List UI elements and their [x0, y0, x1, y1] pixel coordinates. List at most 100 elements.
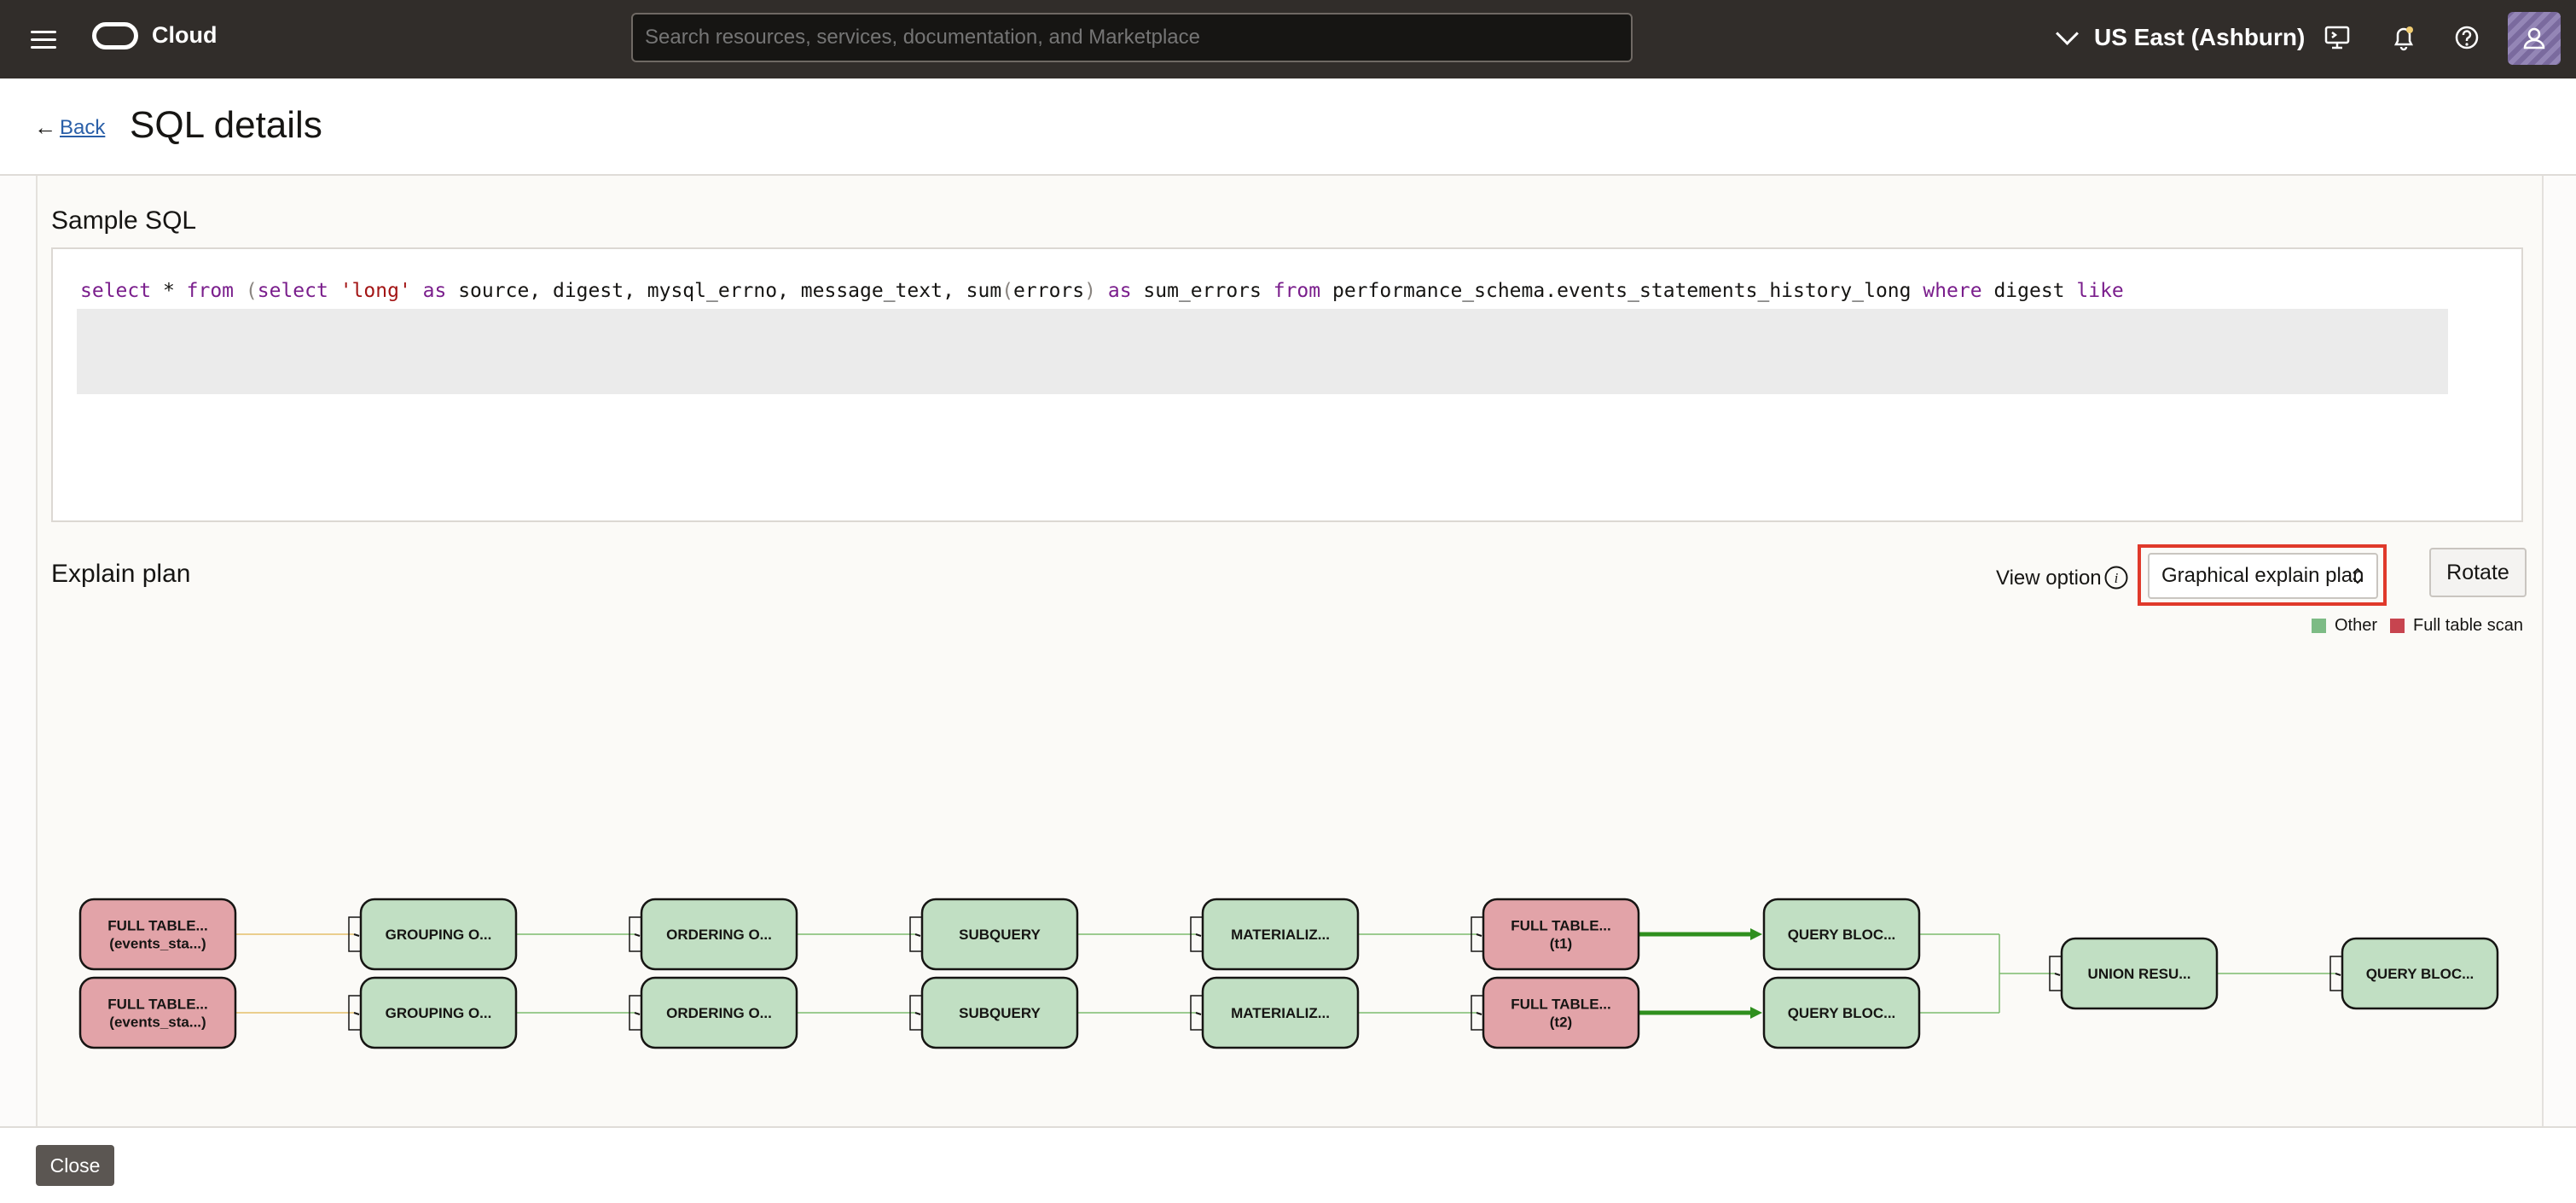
plan-node-label: FULL TABLE... — [1511, 918, 1610, 934]
plan-node[interactable]: MATERIALIZ... — [1201, 898, 1360, 971]
plan-port-mark — [353, 1012, 360, 1015]
sql-token: ( — [245, 280, 258, 302]
top-header: Cloud US East (Ashburn) — [0, 0, 2576, 78]
explain-plan-graph: FULL TABLE...(events_sta...)GROUPING O..… — [78, 898, 2499, 1049]
plan-node-label: FULL TABLE... — [107, 918, 207, 934]
plan-node-label: GROUPING O... — [386, 927, 492, 943]
plan-node-box — [640, 898, 798, 971]
plan-port-mark — [1195, 1012, 1202, 1015]
plan-port — [909, 995, 922, 1031]
plan-port-mark — [634, 933, 641, 937]
sql-token: errors — [1013, 280, 1085, 302]
help-icon[interactable] — [2451, 22, 2482, 53]
sql-token: sum_errors — [1131, 280, 1273, 302]
plan-node[interactable]: FULL TABLE...(events_sta...) — [78, 976, 237, 1049]
plan-node-box — [1201, 976, 1360, 1049]
plan-port-mark — [353, 933, 360, 937]
sql-token: performance_schema.events_statements_his… — [1320, 280, 1923, 302]
plan-node-box — [1201, 898, 1360, 971]
sql-token: 'long' — [339, 280, 411, 302]
sql-token: ) — [1084, 280, 1096, 302]
plan-node-label: GROUPING O... — [386, 1005, 492, 1021]
view-option-select[interactable]: Graphical explain plan — [2148, 553, 2378, 599]
plan-port — [348, 995, 361, 1031]
plan-node-label: (events_sta...) — [109, 936, 206, 952]
plan-port — [2329, 956, 2342, 991]
plan-node[interactable]: SUBQUERY — [920, 976, 1079, 1049]
plan-port — [348, 916, 361, 952]
plan-node-label: QUERY BLOC... — [1788, 927, 1896, 943]
region-selector[interactable]: US East (Ashburn) — [2056, 20, 2305, 55]
plan-edge-arrow — [1750, 1007, 1762, 1019]
sql-token: sum — [966, 280, 1002, 302]
plan-node-label: (t2) — [1550, 1014, 1572, 1031]
plan-node[interactable]: FULL TABLE... (events_sta...) — [78, 898, 237, 971]
plan-node[interactable]: ORDERING O... — [640, 898, 798, 971]
cloud-shell-icon[interactable] — [2322, 22, 2353, 53]
plan-node[interactable]: GROUPING O... — [359, 898, 518, 971]
plan-node[interactable]: GROUPING O... — [359, 976, 518, 1049]
plan-port-mark — [914, 1012, 921, 1015]
page-header: ← Back SQL details — [0, 78, 2576, 176]
sql-token: like — [2076, 280, 2124, 302]
notifications-bell-icon[interactable] — [2388, 22, 2419, 53]
sql-token: as — [422, 280, 447, 302]
plan-node[interactable]: MATERIALIZ... — [1201, 976, 1360, 1049]
legend-label-full-table-scan: Full table scan — [2413, 616, 2523, 635]
plan-node-box — [640, 976, 798, 1049]
close-button[interactable]: Close — [36, 1145, 114, 1186]
arrow-left-icon: ← — [34, 114, 56, 140]
sql-token: select — [80, 280, 152, 302]
oracle-logo-icon[interactable] — [92, 22, 138, 49]
plan-node-label: SUBQUERY — [959, 1005, 1041, 1021]
plan-port — [1471, 916, 1483, 952]
user-avatar[interactable] — [2508, 12, 2561, 65]
plan-port-mark — [1476, 933, 1482, 937]
sql-code-box[interactable]: select * from (select 'long' as source, … — [51, 247, 2523, 522]
plan-port-mark — [2054, 973, 2061, 976]
plan-node[interactable]: FULL TABLE...(t2) — [1482, 976, 1640, 1049]
plan-node[interactable]: ORDERING O... — [640, 976, 798, 1049]
sql-token: as — [1107, 280, 1132, 302]
plan-node-label: (events_sta...) — [109, 1014, 206, 1031]
sql-details-panel: Sample SQL select * from (select 'long' … — [36, 176, 2544, 1126]
menu-icon[interactable] — [31, 26, 56, 51]
plan-node[interactable]: UNION RESU... — [2060, 937, 2219, 1010]
sql-token: from — [1273, 280, 1321, 302]
view-option-label: View option — [1996, 567, 2102, 590]
plan-node-box — [920, 976, 1079, 1049]
plan-port — [629, 995, 641, 1031]
page-title: SQL details — [130, 104, 322, 146]
view-option-value: Graphical explain plan — [2161, 564, 2364, 587]
sql-token: ( — [1001, 280, 1014, 302]
rotate-button[interactable]: Rotate — [2429, 548, 2527, 597]
plan-node-box — [78, 898, 237, 971]
plan-node[interactable]: SUBQUERY — [920, 898, 1079, 971]
plan-node-label: QUERY BLOC... — [1788, 1005, 1896, 1021]
plan-node[interactable]: QUERY BLOC... — [1762, 976, 1921, 1049]
select-arrows-icon — [2353, 567, 2363, 584]
view-option-highlight: Graphical explain plan — [2138, 544, 2387, 606]
sql-token: source, digest, mysql_errno, message_tex… — [446, 280, 966, 302]
plan-port — [1190, 995, 1203, 1031]
plan-node[interactable]: QUERY BLOC... — [1762, 898, 1921, 971]
plan-node-label: ORDERING O... — [666, 1005, 772, 1021]
search-input[interactable] — [631, 13, 1633, 62]
plan-node-box — [1482, 976, 1640, 1049]
legend-label-other: Other — [2335, 616, 2378, 635]
plan-node[interactable]: QUERY BLOC... — [2341, 937, 2499, 1010]
plan-edge-arrow — [1750, 928, 1762, 940]
plan-node-label: SUBQUERY — [959, 927, 1041, 943]
plan-node-label: ORDERING O... — [666, 927, 772, 943]
back-link[interactable]: ← Back — [34, 114, 105, 141]
plan-node-box — [1762, 898, 1921, 971]
plan-node-label: FULL TABLE... — [107, 997, 207, 1013]
info-icon[interactable]: i — [2103, 565, 2129, 590]
plan-node-box — [2341, 937, 2499, 1010]
back-link-label[interactable]: Back — [60, 115, 106, 139]
plan-node[interactable]: FULL TABLE...(t1) — [1482, 898, 1640, 971]
brand-name[interactable]: Cloud — [152, 22, 218, 48]
legend-item-full-table-scan: Full table scan — [2390, 616, 2523, 636]
plan-port — [1471, 995, 1483, 1031]
plan-port — [629, 916, 641, 952]
